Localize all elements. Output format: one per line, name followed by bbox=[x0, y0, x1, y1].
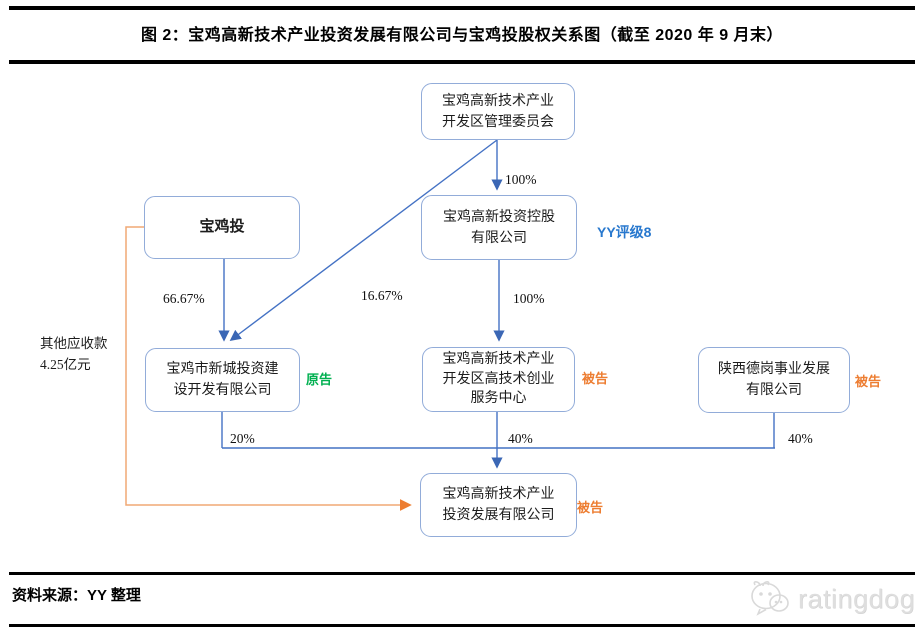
receivable-note-line: 4.25亿元 bbox=[40, 357, 91, 372]
node-degang: 陕西德岗事业发展 有限公司 bbox=[698, 347, 850, 413]
ratingdog-logo: ratingdog bbox=[748, 578, 918, 620]
ratingdog-logo-text: ratingdog bbox=[798, 583, 916, 614]
edge-committee-to-xincheng bbox=[229, 139, 498, 342]
node-text-line: 宝鸡高新技术产业 bbox=[442, 93, 554, 109]
node-text-line: 宝鸡高新投资控股 bbox=[443, 209, 555, 225]
figure-title: 图 2：宝鸡高新技术产业投资发展有限公司与宝鸡投股权关系图（截至 2020 年 … bbox=[140, 27, 784, 44]
node-text-line: 宝鸡高新技术产业 bbox=[442, 352, 555, 368]
node-text-line: 开发区管理委员会 bbox=[442, 114, 554, 130]
ownership-label-committee-xincheng: 16.67% bbox=[361, 288, 403, 303]
footer-bottom-rule bbox=[9, 624, 915, 627]
node-text-line: 有限公司 bbox=[471, 230, 527, 246]
edge-baojitou-receivable-to-target bbox=[125, 226, 412, 511]
node-text-line: 服务中心 bbox=[470, 391, 527, 407]
ownership-label-holding-chuangye: 100% bbox=[513, 291, 545, 306]
node-text-line: 设开发有限公司 bbox=[173, 383, 272, 398]
ratingdog-dog-icon bbox=[751, 581, 789, 616]
ownership-label-degang-target: 40% bbox=[788, 431, 813, 446]
node-text-line: 宝鸡高新技术产业 bbox=[442, 487, 555, 502]
top-rule bbox=[9, 6, 915, 10]
defendant-tag-target: 被告 bbox=[577, 500, 604, 515]
footer-top-rule bbox=[9, 572, 915, 575]
defendant-tag-chuangye: 被告 bbox=[582, 371, 609, 386]
receivable-note: 其他应收款 4.25亿元 bbox=[40, 333, 150, 375]
node-text-line: 宝鸡市新城投资建 bbox=[166, 362, 279, 377]
ownership-label-chuangye-target: 40% bbox=[508, 431, 533, 446]
node-target-company: 宝鸡高新技术产业 投资发展有限公司 bbox=[420, 473, 577, 537]
node-text-line: 陕西德岗事业发展 bbox=[718, 362, 830, 377]
ownership-label-baojitou-xincheng: 66.67% bbox=[163, 291, 205, 306]
receivable-note-line: 其他应收款 bbox=[40, 336, 108, 351]
node-text-line: 开发区高技术创业 bbox=[442, 371, 555, 387]
defendant-tag-degang: 被告 bbox=[855, 374, 882, 389]
node-gaoxin-holding: 宝鸡高新投资控股 有限公司 bbox=[421, 195, 577, 260]
node-text-line: 有限公司 bbox=[746, 383, 802, 398]
node-text-line: 宝鸡投 bbox=[199, 219, 245, 235]
plaintiff-tag: 原告 bbox=[306, 372, 333, 387]
data-source-text: 资料来源：YY 整理 bbox=[12, 587, 141, 604]
node-management-committee: 宝鸡高新技术产业 开发区管理委员会 bbox=[421, 83, 575, 140]
yy-rating-badge: YY评级8 bbox=[597, 224, 652, 240]
node-xincheng-investment: 宝鸡市新城投资建 设开发有限公司 bbox=[145, 348, 300, 412]
title-divider-rule bbox=[9, 60, 915, 64]
node-text-line: 投资发展有限公司 bbox=[442, 508, 555, 523]
node-startup-service-center: 宝鸡高新技术产业 开发区高技术创业 服务中心 bbox=[422, 347, 575, 412]
ownership-label-committee-holding: 100% bbox=[505, 172, 537, 187]
node-baojitou: 宝鸡投 bbox=[144, 196, 300, 259]
ownership-label-xincheng-target: 20% bbox=[230, 431, 255, 446]
